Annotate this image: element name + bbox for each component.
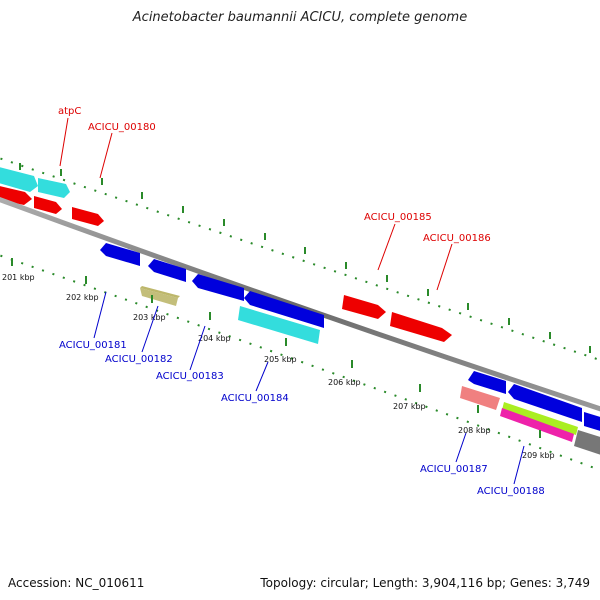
inner-major-ticks [11, 258, 541, 438]
forward-leaders [59, 117, 453, 291]
label-acicu-00183[interactable]: ACICU_00183 [156, 371, 224, 382]
gene-acicu-00180-arrow[interactable] [38, 178, 70, 198]
gene-red-3-arrow[interactable] [72, 207, 104, 226]
scale-label-203: 203 kbp [133, 313, 166, 322]
gene-acicu-00181-arrow[interactable] [100, 243, 140, 266]
forward-gene-labels: atpC ACICU_00180 ACICU_00185 ACICU_00186 [58, 106, 491, 244]
label-acicu-00184[interactable]: ACICU_00184 [221, 393, 289, 404]
reverse-genes [100, 243, 600, 458]
scale-labels: 201 kbp 202 kbp 203 kbp 204 kbp 205 kbp … [2, 273, 555, 460]
label-acicu-00182[interactable]: ACICU_00182 [105, 354, 173, 365]
gene-acicu-00185-arrow[interactable] [342, 295, 386, 319]
gene-acicu-00187-b-box[interactable] [460, 386, 500, 410]
scale-label-204: 204 kbp [198, 334, 231, 343]
label-acicu-00188[interactable]: ACICU_00188 [477, 486, 545, 497]
scale-label-209: 209 kbp [522, 451, 555, 460]
gene-blue-edge-arrow[interactable] [584, 412, 600, 434]
topology-text: Topology: circular; Length: 3,904,116 bp… [260, 576, 590, 590]
gene-acicu-00187-arrow[interactable] [468, 371, 506, 394]
accession-text: Accession: NC_010611 [8, 576, 145, 590]
scale-label-201: 201 kbp [2, 273, 35, 282]
gene-acicu-00184-blue-arrow[interactable] [244, 291, 324, 328]
gene-acicu-00182-arrow[interactable] [148, 259, 186, 282]
gene-acicu-00182-b-box[interactable] [140, 288, 178, 306]
label-acicu-00181[interactable]: ACICU_00181 [59, 340, 127, 351]
inner-tick-track [0, 254, 600, 471]
label-acicu-00186[interactable]: ACICU_00186 [423, 233, 491, 244]
gene-acicu-00182-b-box[interactable] [140, 286, 180, 298]
gene-gray-box[interactable] [574, 430, 600, 458]
label-atpc[interactable]: atpC [58, 106, 81, 117]
gene-acicu-00188-lime-box[interactable] [502, 402, 578, 435]
scale-label-206: 206 kbp [328, 378, 361, 387]
genome-backbone [0, 197, 600, 412]
gene-acicu-00184-arrow[interactable] [238, 306, 320, 344]
gene-acicu-00186-arrow[interactable] [390, 312, 452, 342]
gene-red-2-arrow[interactable] [34, 196, 62, 214]
scale-label-202: 202 kbp [66, 293, 99, 302]
outer-major-ticks [19, 163, 591, 353]
gene-acicu-00183-arrow[interactable] [192, 274, 244, 301]
reverse-gene-labels: ACICU_00181 ACICU_00182 ACICU_00183 ACIC… [59, 340, 545, 497]
label-acicu-00180[interactable]: ACICU_00180 [88, 122, 156, 133]
scale-label-207: 207 kbp [393, 402, 426, 411]
scale-label-208: 208 kbp [458, 426, 491, 435]
gene-acicu-00188-arrow[interactable] [500, 408, 574, 442]
gene-acicu-00188-blue-arrow[interactable] [508, 384, 582, 422]
map-title: Acinetobacter baumannii ACICU, complete … [132, 10, 468, 25]
reverse-leaders [93, 291, 525, 485]
label-acicu-00187[interactable]: ACICU_00187 [420, 464, 488, 475]
gene-atpc-arrow[interactable] [0, 166, 38, 192]
label-acicu-00185[interactable]: ACICU_00185 [364, 212, 432, 223]
scale-label-205: 205 kbp [264, 355, 297, 364]
